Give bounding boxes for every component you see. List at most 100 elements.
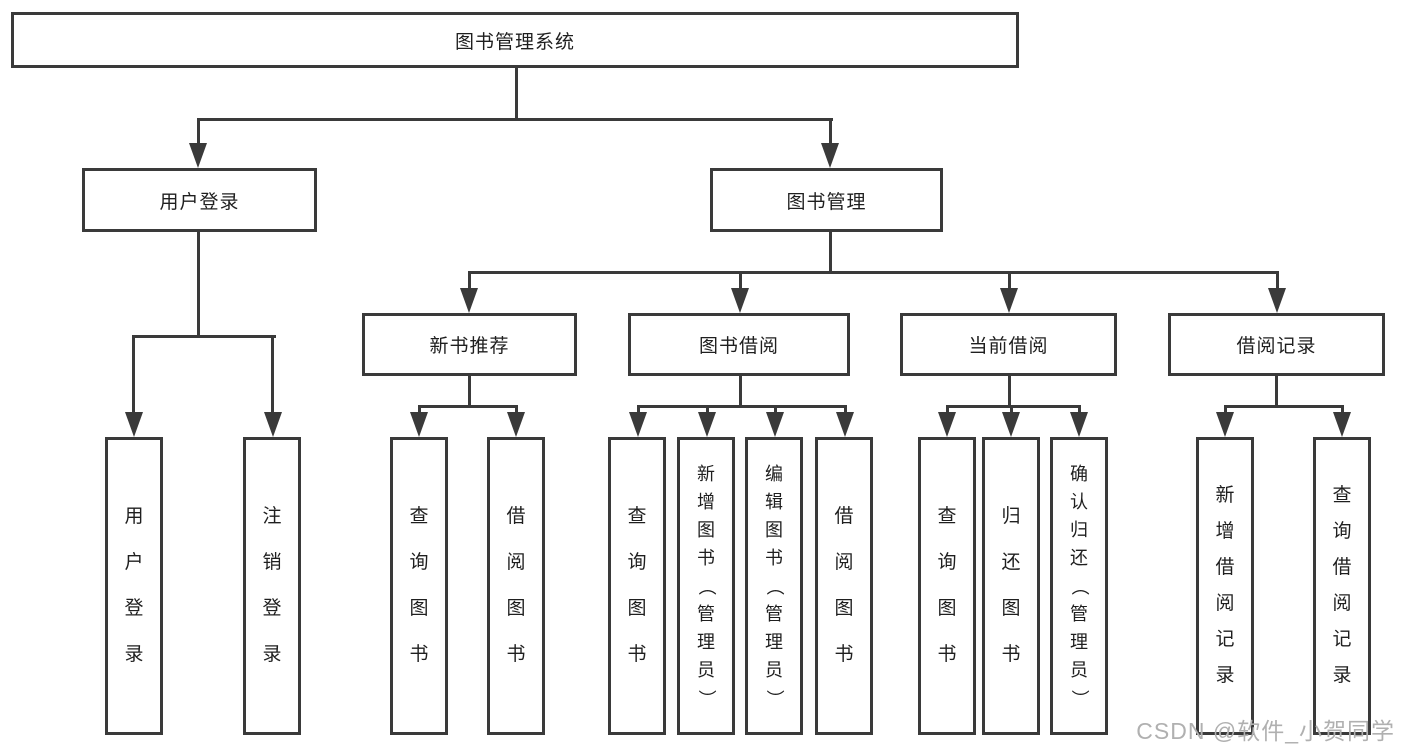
connector-drop [515,405,518,414]
vertical-char: 录 [1332,665,1352,686]
arrowhead-down [836,412,854,437]
arrowhead-down [125,412,143,437]
vertical-char: 书 [627,644,647,665]
vertical-char: 记 [1215,629,1235,650]
vertical-char: 录 [1215,665,1235,686]
vertical-char: 新 [697,463,715,484]
arrowhead-down [1070,412,1088,437]
leaf-return-books: 归还图书 [982,437,1040,735]
leaf-add-borrow-record: 新增借阅记录 [1196,437,1254,735]
vertical-char: 询 [1332,521,1352,542]
vertical-char: 管 [697,603,715,624]
vertical-char: 员 [765,659,783,680]
vertical-char: 编 [765,463,783,484]
vertical-char: 还 [1070,547,1088,568]
vertical-char: 录 [124,644,144,665]
arrowhead-down [629,412,647,437]
vertical-char: 阅 [506,552,526,573]
vertical-char: 借 [506,506,526,527]
vertical-char: 增 [1215,521,1235,542]
connector-g4-hline [946,405,1081,408]
vertical-char: 书 [765,547,783,568]
connector-bookborrow-stub [739,375,742,407]
vertical-char: 归 [1001,506,1021,527]
vertical-char: 询 [937,552,957,573]
arrowhead-down [1002,412,1020,437]
vertical-char: （ [764,577,785,595]
arrowhead-down [1216,412,1234,437]
vertical-char: 借 [834,506,854,527]
vertical-char: 查 [627,506,647,527]
vertical-char: 理 [1070,631,1088,652]
vertical-char: 图 [937,598,957,619]
vertical-char: ） [1069,689,1090,707]
connector-drop [739,271,742,291]
arrowhead-down [731,288,749,313]
leaf-query-borrow-record: 查询借阅记录 [1313,437,1371,735]
vertical-char: 查 [937,506,957,527]
connector-drop [706,405,709,414]
connector-drop [468,271,471,291]
vertical-char: 图 [834,598,854,619]
connector-drop [1008,271,1011,291]
node-current-borrowing: 当前借阅 [900,313,1117,376]
leaf-borrow-books-newbook: 借阅图书 [487,437,545,735]
vertical-char: 销 [262,552,282,573]
arrowhead-down [189,143,207,168]
vertical-char: （ [696,577,717,595]
node-new-book-recommend: 新书推荐 [362,313,577,376]
leaf-user-logout: 注销登录 [243,437,301,735]
vertical-char: 询 [409,552,429,573]
vertical-char: 查 [1332,485,1352,506]
arrowhead-down [1268,288,1286,313]
vertical-char: 书 [834,644,854,665]
leaf-query-books-current: 查询图书 [918,437,976,735]
node-user-login: 用户登录 [82,168,317,232]
arrowhead-down [698,412,716,437]
connector-g2-hline [418,405,518,408]
arrowhead-down [766,412,784,437]
vertical-char: 图 [627,598,647,619]
leaf-query-books-newbook: 查询图书 [390,437,448,735]
node-book-management: 图书管理 [710,168,943,232]
connector-drop [1341,405,1344,414]
vertical-char: 登 [124,598,144,619]
vertical-char: 书 [506,644,526,665]
connector-drop [1078,405,1081,414]
vertical-char: 借 [1215,557,1235,578]
vertical-char: 理 [697,631,715,652]
connector-drop [1010,405,1013,414]
vertical-char: 阅 [1332,593,1352,614]
vertical-char: 增 [697,491,715,512]
vertical-char: 图 [697,519,715,540]
vertical-char: 管 [1070,603,1088,624]
leaf-add-books-admin: 新增图书（管理员） [677,437,735,735]
connector-drop [844,405,847,414]
leaf-edit-books-admin: 编辑图书（管理员） [745,437,803,735]
vertical-char: 书 [409,644,429,665]
vertical-char: 阅 [834,552,854,573]
leaf-user-login: 用户登录 [105,437,163,735]
vertical-char: （ [1069,577,1090,595]
arrowhead-down [1333,412,1351,437]
connector-newbook-stub [468,375,471,407]
vertical-char: 书 [1001,644,1021,665]
connector-level2-hline [197,118,833,121]
vertical-char: ） [696,689,717,707]
vertical-char: 还 [1001,552,1021,573]
node-library-system-root: 图书管理系统 [11,12,1019,68]
leaf-confirm-return-admin: 确认归还（管理员） [1050,437,1108,735]
leaf-query-books-borrowing: 查询图书 [608,437,666,735]
connector-drop [946,405,949,414]
vertical-char: 询 [627,552,647,573]
vertical-char: 归 [1070,519,1088,540]
connector-drop-user-login [197,118,200,148]
arrowhead-down [1000,288,1018,313]
connector-drop [418,405,421,414]
connector-drop [1224,405,1227,414]
connector-borrowrecord-stub [1275,375,1278,407]
vertical-char: 认 [1070,491,1088,512]
connector-currentborrow-stub [1008,375,1011,407]
arrowhead-down [507,412,525,437]
vertical-char: ） [764,689,785,707]
